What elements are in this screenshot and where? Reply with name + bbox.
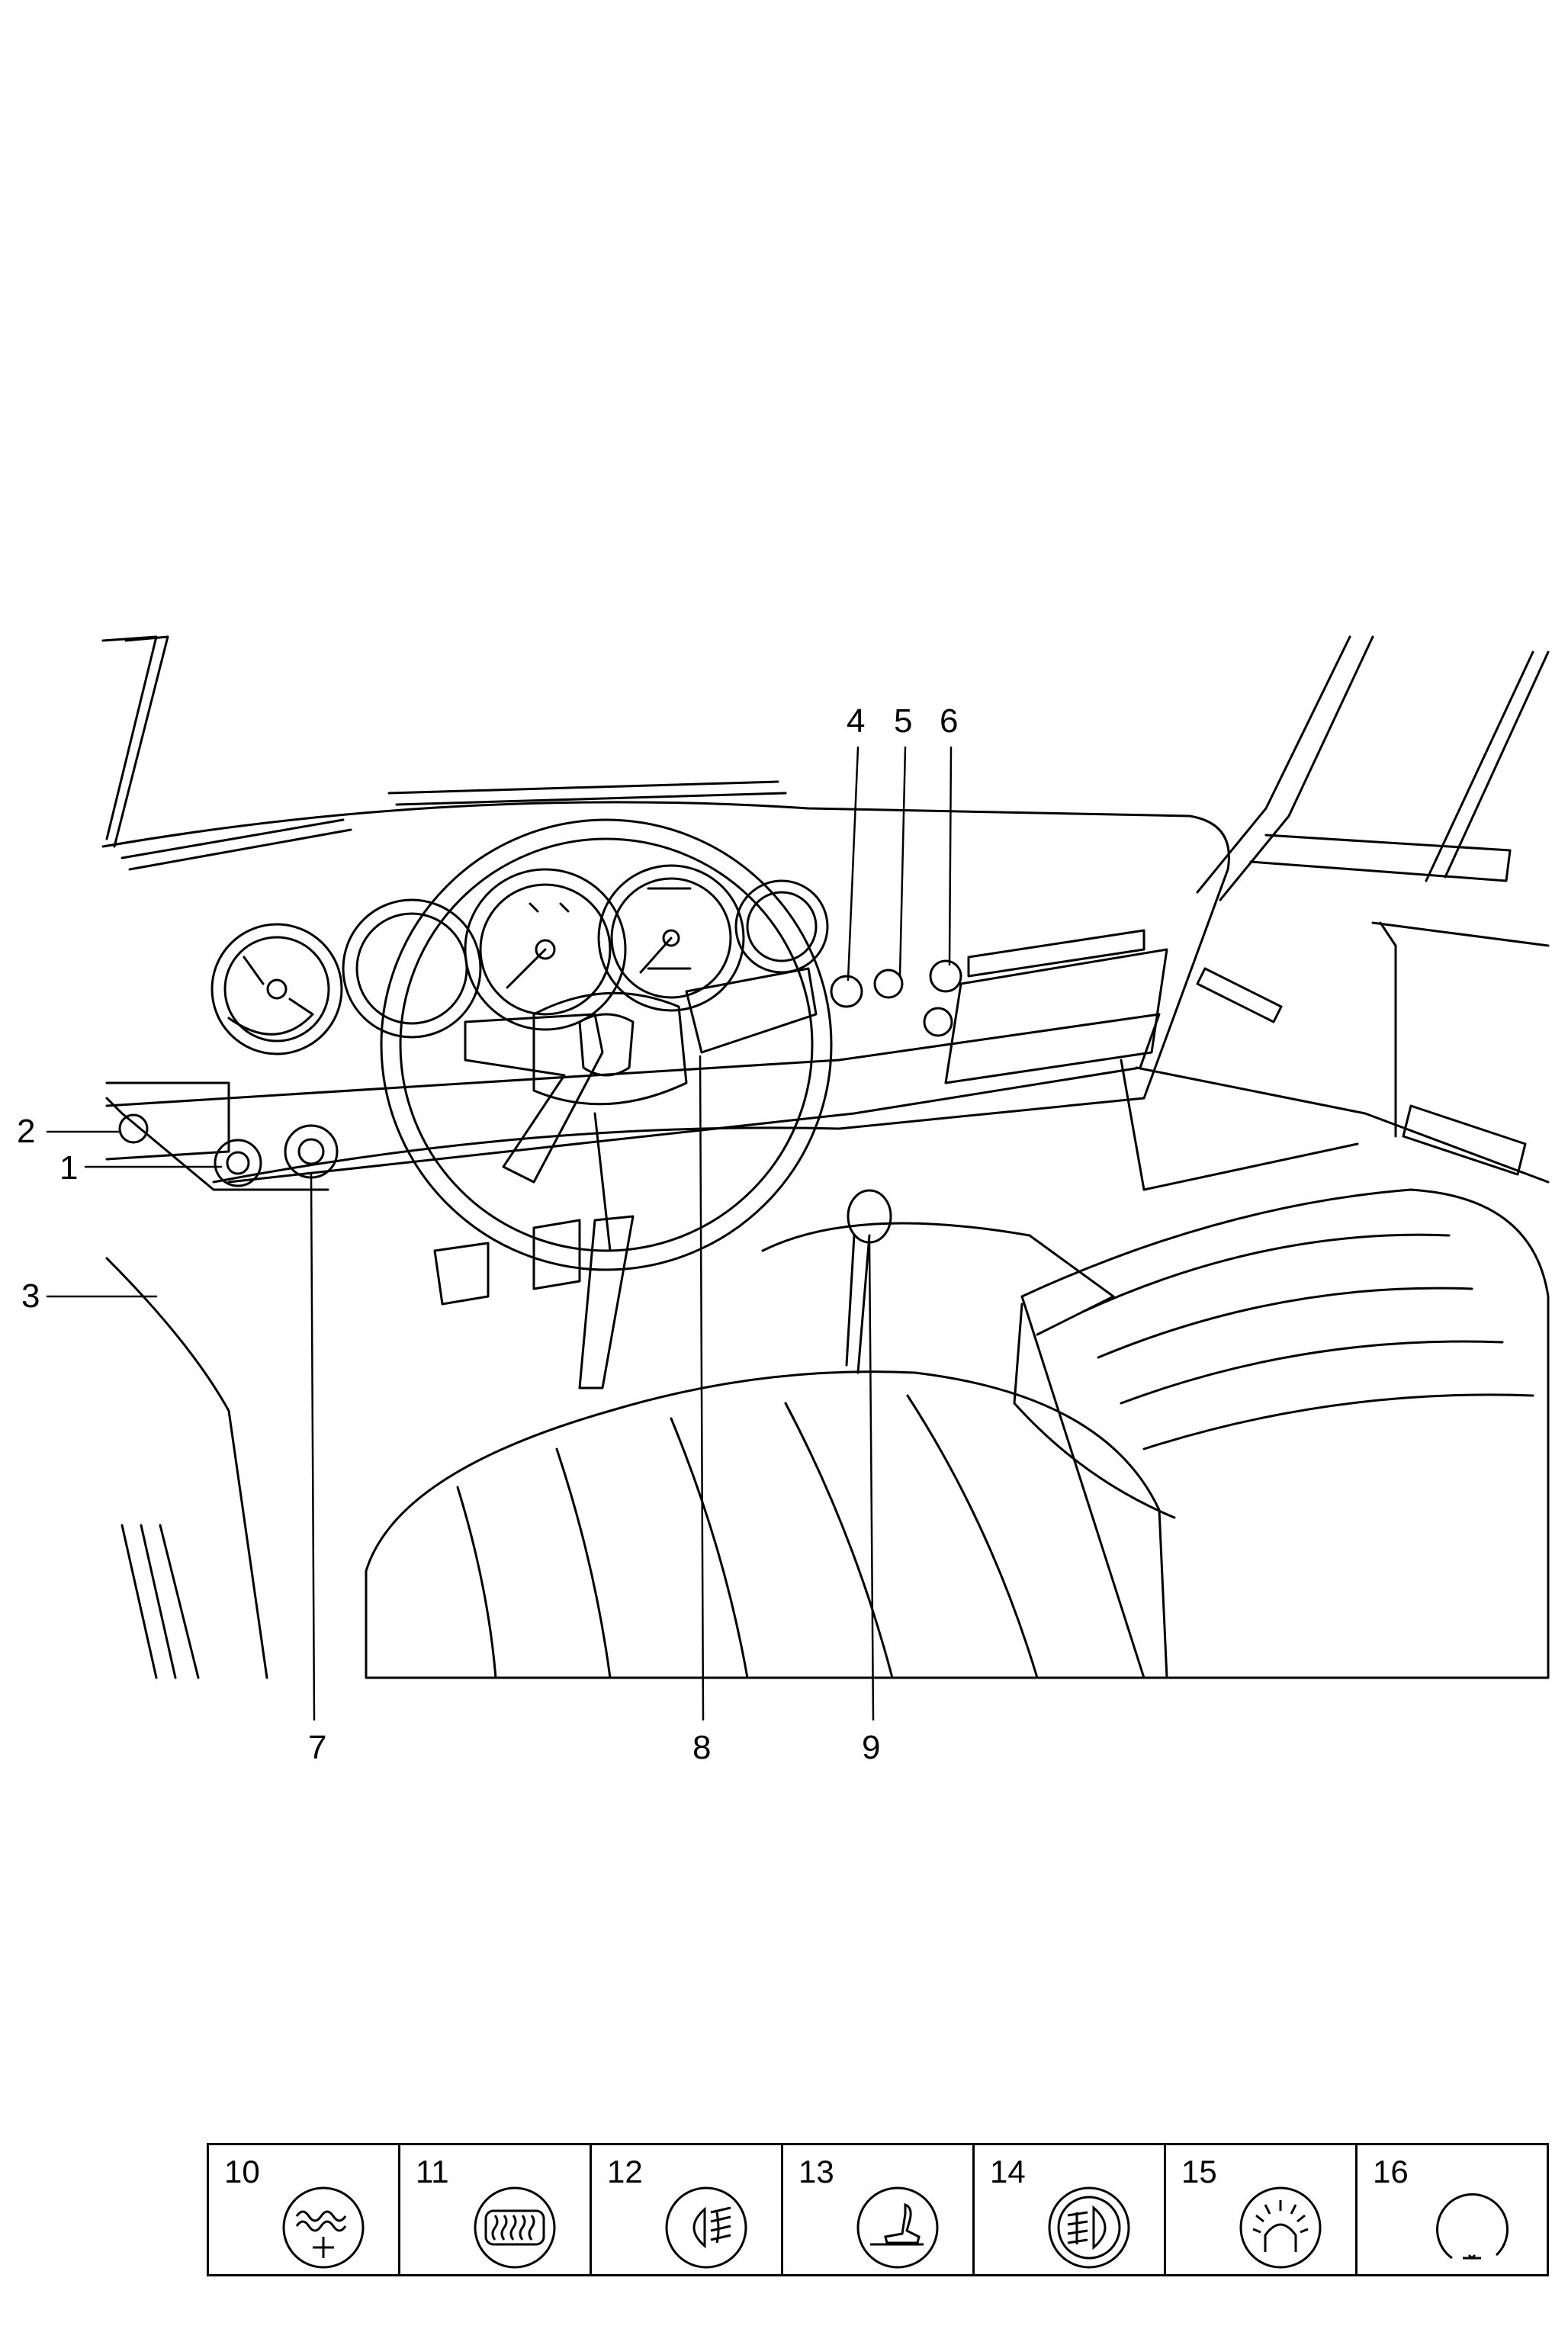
switch-5-knob	[873, 969, 904, 999]
switch-symbol-legend: 10 11 12 13 14	[207, 2143, 1549, 2276]
left-a-pillar-inner	[113, 635, 169, 848]
legend-number: 12	[607, 2154, 643, 2189]
legend-number: 10	[224, 2154, 260, 2189]
dash-lower-edge	[105, 1013, 1161, 1184]
steering-horn-pad	[578, 1013, 635, 1077]
wiper-right	[387, 780, 787, 806]
legend-number: 14	[990, 2154, 1026, 2189]
legend-cell-11: 11	[400, 2145, 592, 2274]
legend-number: 16	[1373, 2154, 1409, 2189]
steering-wheel-bottom-spoke	[593, 1112, 612, 1252]
glovebox	[944, 948, 1168, 1084]
callout-1: 1	[59, 1149, 79, 1187]
switch-6-knob	[929, 959, 962, 993]
floor-tunnel	[761, 1222, 1115, 1336]
callout-4: 4	[847, 702, 866, 740]
foglight-icon	[665, 2186, 747, 2269]
callout-leaders	[46, 746, 953, 1721]
gear-shift-lever	[845, 1234, 871, 1374]
pedal-center	[532, 1219, 581, 1290]
switch-2-knob	[118, 1113, 149, 1144]
rear-window-defrost-icon	[282, 2186, 365, 2269]
legend-number: 15	[1181, 2154, 1217, 2189]
hazard-light-icon	[1239, 2186, 1322, 2269]
steering-wheel-spoke-right	[685, 967, 818, 1054]
radio-slot	[967, 929, 1145, 978]
right-door-edge	[1371, 921, 1550, 1138]
rear-foglight-icon	[1048, 2186, 1130, 2269]
driver-seat	[365, 1370, 1168, 1679]
callout-5: 5	[894, 702, 913, 740]
wiper-left	[120, 818, 352, 871]
legend-cell-15: 15	[1166, 2145, 1358, 2274]
steering-wheel-spoke-left	[464, 1013, 604, 1184]
left-kickpanel	[105, 1257, 268, 1679]
legend-number: 13	[798, 2154, 834, 2189]
dash-top	[101, 801, 1230, 1184]
legend-cell-16: 16	[1358, 2145, 1547, 2274]
steering-wheel-hub	[532, 991, 688, 1106]
callout-2: 2	[17, 1113, 36, 1150]
pedal-accelerator	[578, 1215, 635, 1389]
left-a-pillar	[101, 635, 158, 840]
legend-cell-14: 14	[975, 2145, 1166, 2274]
gauge-1	[210, 923, 343, 1055]
dimmer-knob-icon	[1436, 2193, 1509, 2260]
right-window	[1249, 834, 1512, 882]
callout-7: 7	[308, 1729, 327, 1766]
gauge-clock	[734, 879, 829, 974]
switch-7-knob	[284, 1124, 339, 1179]
right-a-pillar	[1196, 635, 1351, 894]
callout-9: 9	[862, 1729, 881, 1766]
switch-4-knob	[830, 975, 863, 1008]
gauge-2	[342, 898, 482, 1039]
passenger-seat	[1020, 1188, 1550, 1679]
right-door-panel	[1120, 1059, 1550, 1191]
heating-grille-icon	[474, 2186, 556, 2269]
legend-cell-13: 13	[783, 2145, 975, 2274]
gauge-tachometer	[464, 868, 627, 1031]
callout-3: 3	[21, 1277, 40, 1315]
window-crank	[1196, 967, 1283, 1023]
callout-6: 6	[940, 702, 959, 740]
gauge-speedometer	[597, 864, 745, 1012]
steering-wheel-rim	[380, 818, 833, 1271]
left-door-sill	[120, 1524, 200, 1679]
door-handle-recess	[1402, 1104, 1527, 1176]
passenger-seat-base	[1013, 1303, 1176, 1519]
switch-1-knob	[214, 1139, 262, 1187]
legend-cell-10: 10	[209, 2145, 400, 2274]
dash-left-panel	[105, 1081, 329, 1191]
seat-heater-icon	[856, 2186, 939, 2269]
right-a-pillar-inner	[1219, 635, 1374, 901]
callout-8: 8	[692, 1729, 712, 1766]
pedal-left	[433, 1242, 490, 1306]
right-door-frame	[1425, 651, 1550, 882]
legend-number: 11	[416, 2154, 449, 2189]
legend-cell-12: 12	[592, 2145, 783, 2274]
